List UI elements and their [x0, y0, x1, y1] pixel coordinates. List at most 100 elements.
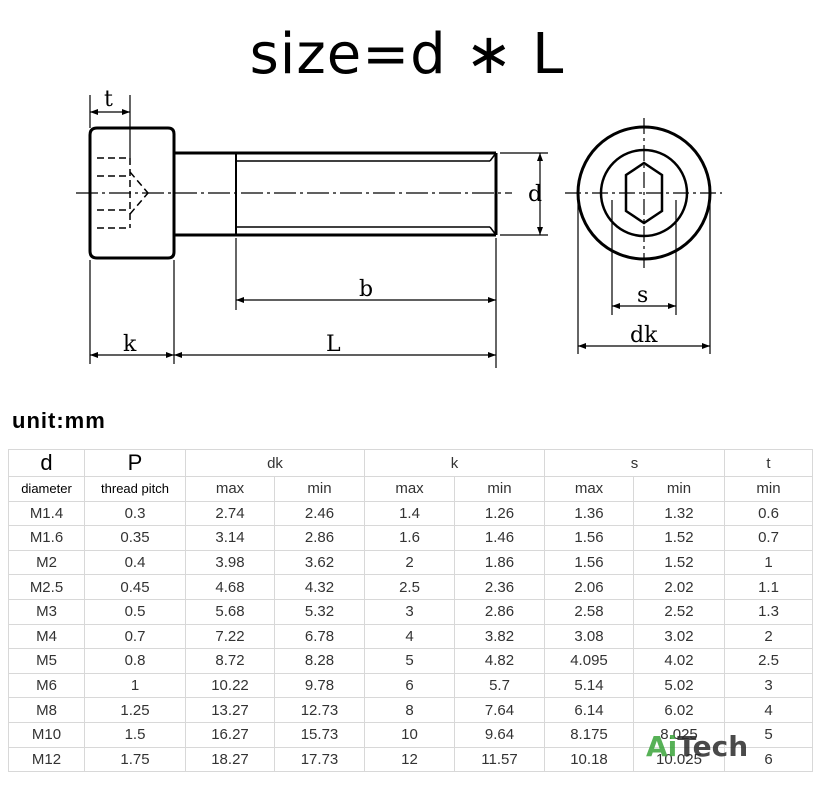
table-cell: 1 — [84, 672, 186, 699]
table-cell: 12.73 — [274, 697, 365, 723]
table-cell: 13.27 — [185, 697, 275, 723]
header-p: P — [84, 449, 186, 477]
table-cell: 0.45 — [84, 574, 186, 600]
table-cell: 3.98 — [185, 549, 275, 576]
table-cell: M2 — [8, 549, 85, 576]
table-cell: 0.6 — [724, 500, 813, 527]
table-cell: 9.64 — [454, 721, 545, 748]
table-cell: 1.32 — [633, 500, 725, 527]
table-cell: 1.3 — [724, 598, 813, 625]
page-title: size=d ∗ L — [249, 22, 565, 87]
table-cell: 8 — [364, 697, 455, 723]
dim-label-d: d — [528, 182, 542, 207]
table-cell: 1.75 — [84, 746, 186, 773]
table-cell: 5 — [364, 648, 455, 674]
table-cell: 1.46 — [454, 525, 545, 551]
table-cell: 1.52 — [633, 525, 725, 551]
table-cell: M8 — [8, 697, 85, 723]
table-cell: 2.5 — [724, 648, 813, 674]
table-cell: 0.5 — [84, 598, 186, 625]
table-cell: 17.73 — [274, 746, 365, 773]
table-cell: 4 — [724, 697, 813, 723]
table-cell: 8.025 — [633, 721, 725, 748]
table-cell: 15.73 — [274, 721, 365, 748]
header-t-min: min — [724, 476, 813, 502]
dim-label-t: t — [104, 87, 113, 112]
header-s-min: min — [633, 476, 725, 502]
table-cell: 2.58 — [544, 598, 634, 625]
header-s: s — [544, 449, 725, 477]
table-cell: 5.7 — [454, 672, 545, 699]
dim-label-l: L — [326, 332, 341, 357]
table-cell: 1.52 — [633, 549, 725, 576]
table-cell: M6 — [8, 672, 85, 699]
table-cell: 5 — [724, 721, 813, 748]
table-cell: 3.14 — [185, 525, 275, 551]
table-cell: 3 — [364, 598, 455, 625]
table-cell: 4.32 — [274, 574, 365, 600]
table-cell: M3 — [8, 598, 85, 625]
table-cell: M2.5 — [8, 574, 85, 600]
table-cell: 0.4 — [84, 549, 186, 576]
table-cell: 5.68 — [185, 598, 275, 625]
table-cell: 11.57 — [454, 746, 545, 773]
screw-technical-drawing: t d b k L s dk — [76, 87, 722, 368]
table-cell: 2.74 — [185, 500, 275, 527]
table-cell: 2.06 — [544, 574, 634, 600]
table-cell: 10.22 — [185, 672, 275, 699]
header-s-max: max — [544, 476, 634, 502]
table-cell: 2 — [724, 623, 813, 650]
table-cell: 1.5 — [84, 721, 186, 748]
header-dk-max: max — [185, 476, 275, 502]
table-cell: 4.095 — [544, 648, 634, 674]
spec-table: d P dk k s t diameter thread pitch max m… — [8, 449, 813, 773]
table-cell: 1.1 — [724, 574, 813, 600]
table-cell: 6 — [364, 672, 455, 699]
header-k-min: min — [454, 476, 545, 502]
dim-label-b: b — [359, 277, 373, 302]
table-cell: 1.56 — [544, 549, 634, 576]
table-cell: 3 — [724, 672, 813, 699]
table-cell: 2.52 — [633, 598, 725, 625]
header-k-max: max — [364, 476, 455, 502]
header-t: t — [724, 449, 813, 477]
table-cell: 6.02 — [633, 697, 725, 723]
unit-label: unit:mm — [12, 408, 106, 433]
header-dk: dk — [185, 449, 365, 477]
table-cell: 6.14 — [544, 697, 634, 723]
table-cell: 18.27 — [185, 746, 275, 773]
table-cell: 4 — [364, 623, 455, 650]
table-cell: 8.72 — [185, 648, 275, 674]
table-cell: 1.56 — [544, 525, 634, 551]
table-cell: 6 — [724, 746, 813, 773]
aitech-watermark: AiTech — [646, 730, 749, 763]
table-cell: 2.36 — [454, 574, 545, 600]
header-d-sub: diameter — [8, 476, 85, 502]
table-cell: 3.02 — [633, 623, 725, 650]
table-cell: 2.86 — [454, 598, 545, 625]
table-cell: 1.4 — [364, 500, 455, 527]
table-cell: 3.62 — [274, 549, 365, 576]
table-cell: 3.08 — [544, 623, 634, 650]
table-cell: 0.35 — [84, 525, 186, 551]
table-cell: M5 — [8, 648, 85, 674]
header-k: k — [364, 449, 545, 477]
table-cell: M10 — [8, 721, 85, 748]
table-cell: 4.68 — [185, 574, 275, 600]
table-cell: 0.3 — [84, 500, 186, 527]
table-cell: 0.7 — [724, 525, 813, 551]
dim-label-k: k — [123, 332, 137, 357]
table-cell: 5.14 — [544, 672, 634, 699]
table-cell: 5.32 — [274, 598, 365, 625]
table-cell: 6.78 — [274, 623, 365, 650]
table-cell: 2.5 — [364, 574, 455, 600]
table-cell: 1.6 — [364, 525, 455, 551]
